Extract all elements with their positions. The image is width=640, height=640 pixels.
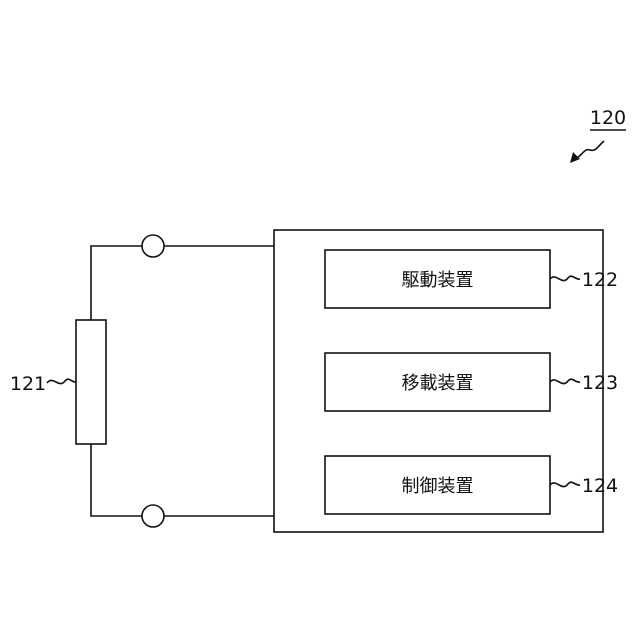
bottom-terminal [142,505,164,527]
block-leader [550,482,580,486]
top-left-wire [91,246,142,320]
block-leader [550,379,580,383]
block-label: 駆動装置 [402,270,474,291]
block-control-device: 制御装置 124 [325,456,618,514]
figure-ref-leader [576,141,604,158]
block-ref-number: 124 [582,475,618,497]
block-ref-number: 122 [582,269,618,291]
block-leader [550,276,580,280]
figure-reference: 120 [570,107,626,163]
block-label: 移載装置 [402,373,474,394]
resistor-body [76,320,106,444]
block-label: 制御装置 [402,476,474,497]
resistor: 121 [10,320,106,444]
arrowhead-icon [570,152,580,163]
top-terminal [142,235,164,257]
resistor-leader [47,379,76,383]
wiring [91,235,274,527]
block-transfer-device: 移載装置 123 [325,353,618,411]
resistor-ref-number: 121 [10,373,46,395]
bottom-left-wire [91,444,142,516]
figure-ref-number: 120 [590,107,626,129]
block-ref-number: 123 [582,372,618,394]
block-drive-device: 駆動装置 122 [325,250,618,308]
